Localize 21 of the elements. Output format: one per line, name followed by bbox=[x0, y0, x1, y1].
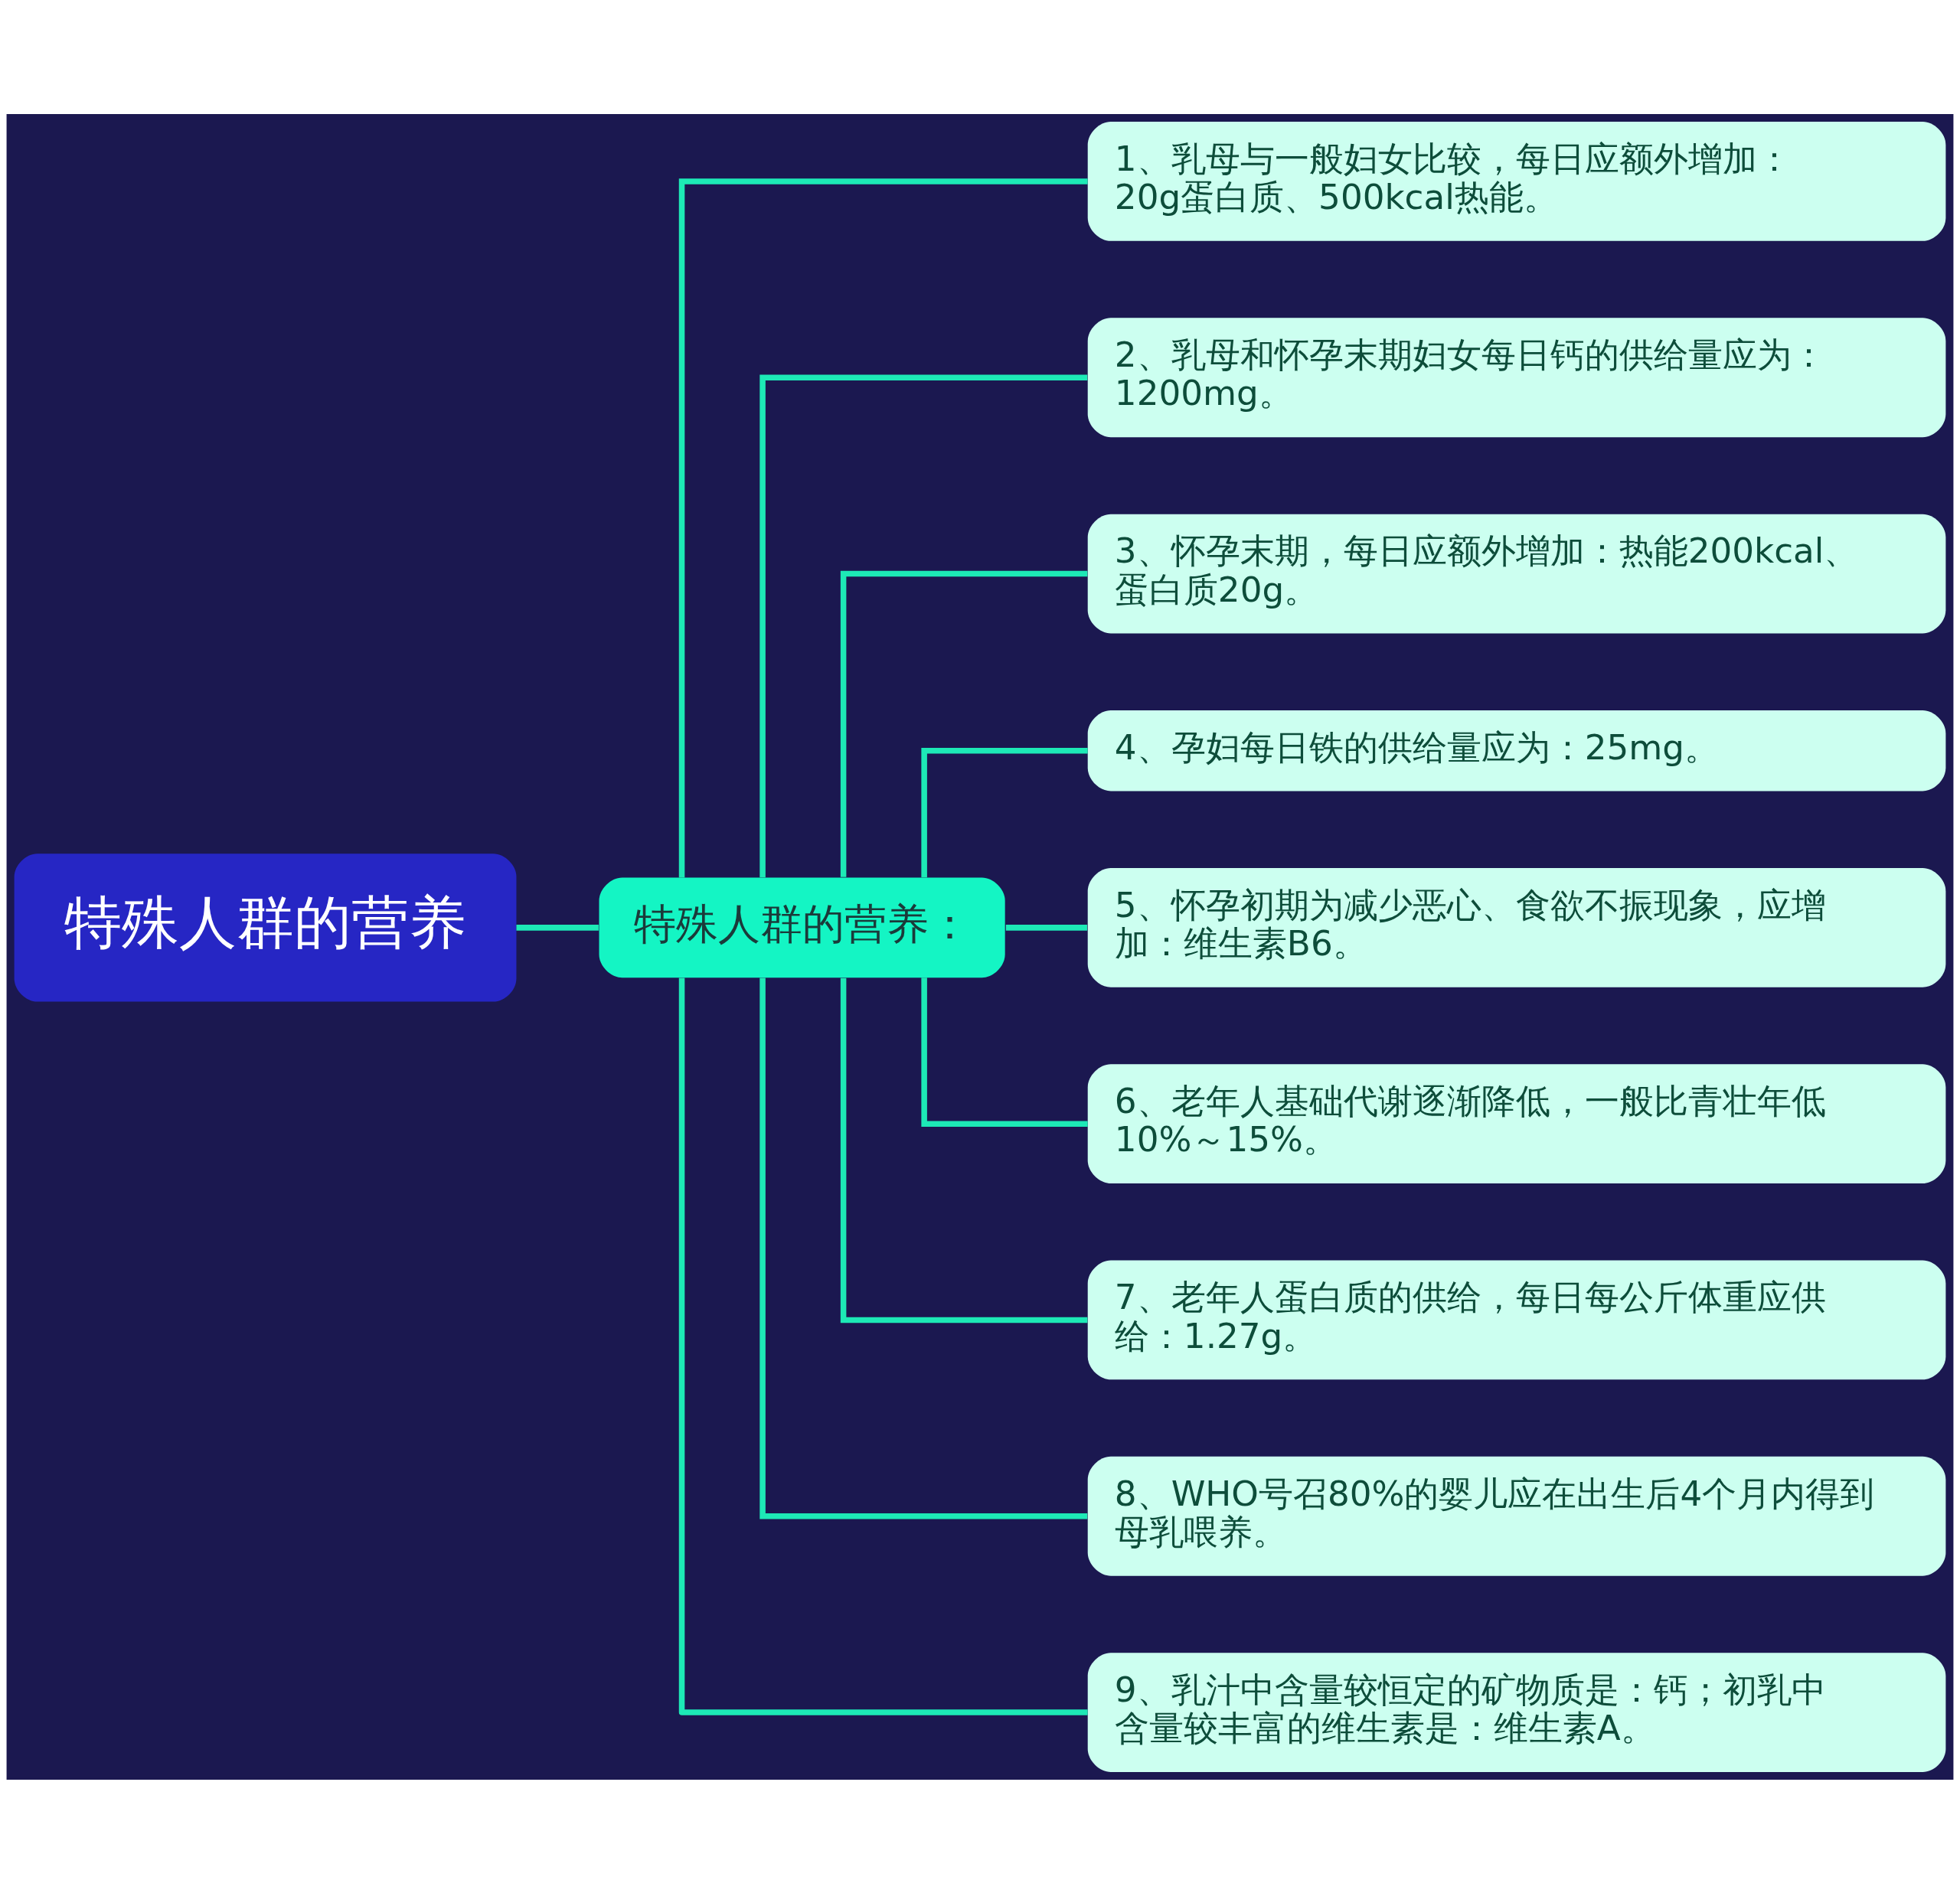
node-box: 2、乳母和怀孕末期妇女每日钙的供给量应为：1200mg。 bbox=[1087, 317, 1946, 437]
node-box: 4、孕妇每日铁的供给量应为：25mg。 bbox=[1087, 710, 1946, 791]
connector bbox=[760, 977, 1088, 1519]
node-box: 7、老年人蛋白质的供给，每日每公斤体重应供给：1.27g。 bbox=[1087, 1260, 1946, 1379]
node-box: 特殊人群的营养 bbox=[14, 853, 517, 1002]
node-box: 5、怀孕初期为减少恶心、食欲不振现象，应增加：维生素B6。 bbox=[1087, 867, 1946, 987]
connector bbox=[921, 977, 1088, 1127]
node-box: 3、怀孕末期，每日应额外增加：热能200kcal、蛋白质20g。 bbox=[1087, 514, 1946, 633]
connector bbox=[840, 570, 1088, 877]
node-box: 9、乳汁中含量较恒定的矿物质是：钙；初乳中含量较丰富的维生素是：维生素A。 bbox=[1087, 1652, 1946, 1772]
connector bbox=[1005, 924, 1087, 931]
node-box: 特殊人群的营养： bbox=[599, 877, 1005, 978]
connector bbox=[921, 747, 1088, 877]
connector bbox=[840, 978, 1088, 1323]
node-box: 1、乳母与一般妇女比较，每日应额外增加：20g蛋白质、500kcal热能。 bbox=[1087, 121, 1946, 241]
connector bbox=[678, 178, 1088, 877]
node-box: 6、老年人基础代谢逐渐降低，一般比青壮年低10%～15%。 bbox=[1087, 1063, 1946, 1183]
node-box: 8、WHO号召80%的婴儿应在出生后4个月内得到母乳喂养。 bbox=[1087, 1456, 1946, 1576]
connector bbox=[678, 978, 1088, 1715]
connector bbox=[516, 924, 599, 931]
connector bbox=[760, 374, 1088, 877]
